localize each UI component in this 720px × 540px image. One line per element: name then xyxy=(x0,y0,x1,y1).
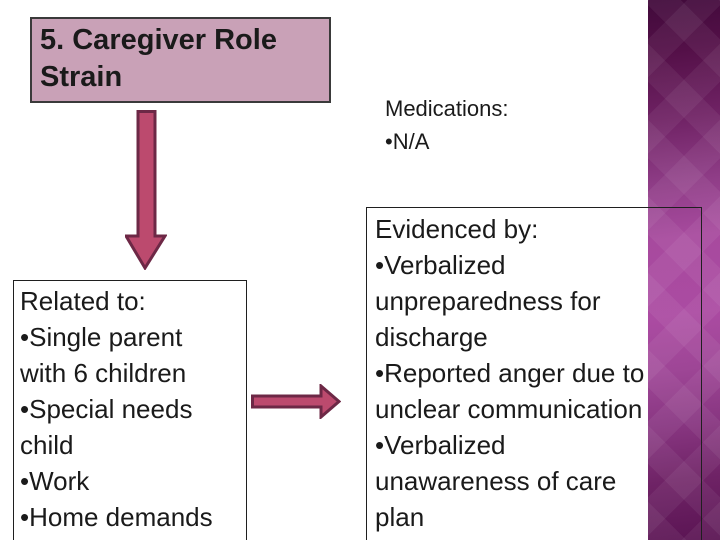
diagnosis-title-text: 5. Caregiver Role Strain xyxy=(40,24,277,93)
medications-block: Medications: •N/A xyxy=(385,92,635,158)
bullet-item: •N/A xyxy=(385,129,430,154)
related-to-list: •Single parent with 6 children•Special n… xyxy=(20,319,232,535)
medications-list: •N/A xyxy=(385,125,635,158)
bullet-item: •Single parent with 6 children xyxy=(20,322,187,388)
bullet-item: •Verbalized unawareness of care plan xyxy=(375,430,617,532)
bullet-item: •Reported anger due to unclear communica… xyxy=(375,358,645,424)
bullet-item: •Special needs child xyxy=(20,394,193,460)
related-to-heading: Related to: xyxy=(20,286,146,316)
decorative-side-band xyxy=(648,0,720,540)
bullet-item: •Work xyxy=(20,466,90,496)
bullet-item: •Home demands xyxy=(20,502,213,532)
evidenced-by-content: Evidenced by: •Verbalized unpreparedness… xyxy=(375,211,649,535)
evidenced-by-box: Evidenced by: •Verbalized unpreparedness… xyxy=(366,207,702,540)
diagnosis-title-box: 5. Caregiver Role Strain xyxy=(30,17,331,103)
right-arrow-icon xyxy=(251,384,341,419)
evidenced-by-heading: Evidenced by: xyxy=(375,214,539,244)
bullet-item: •Verbalized unpreparedness for discharge xyxy=(375,250,601,352)
medications-heading: Medications: xyxy=(385,96,509,121)
evidenced-by-list: •Verbalized unpreparedness for discharge… xyxy=(375,247,649,535)
down-arrow-icon xyxy=(125,110,167,270)
related-to-box: Related to: •Single parent with 6 childr… xyxy=(13,280,247,540)
